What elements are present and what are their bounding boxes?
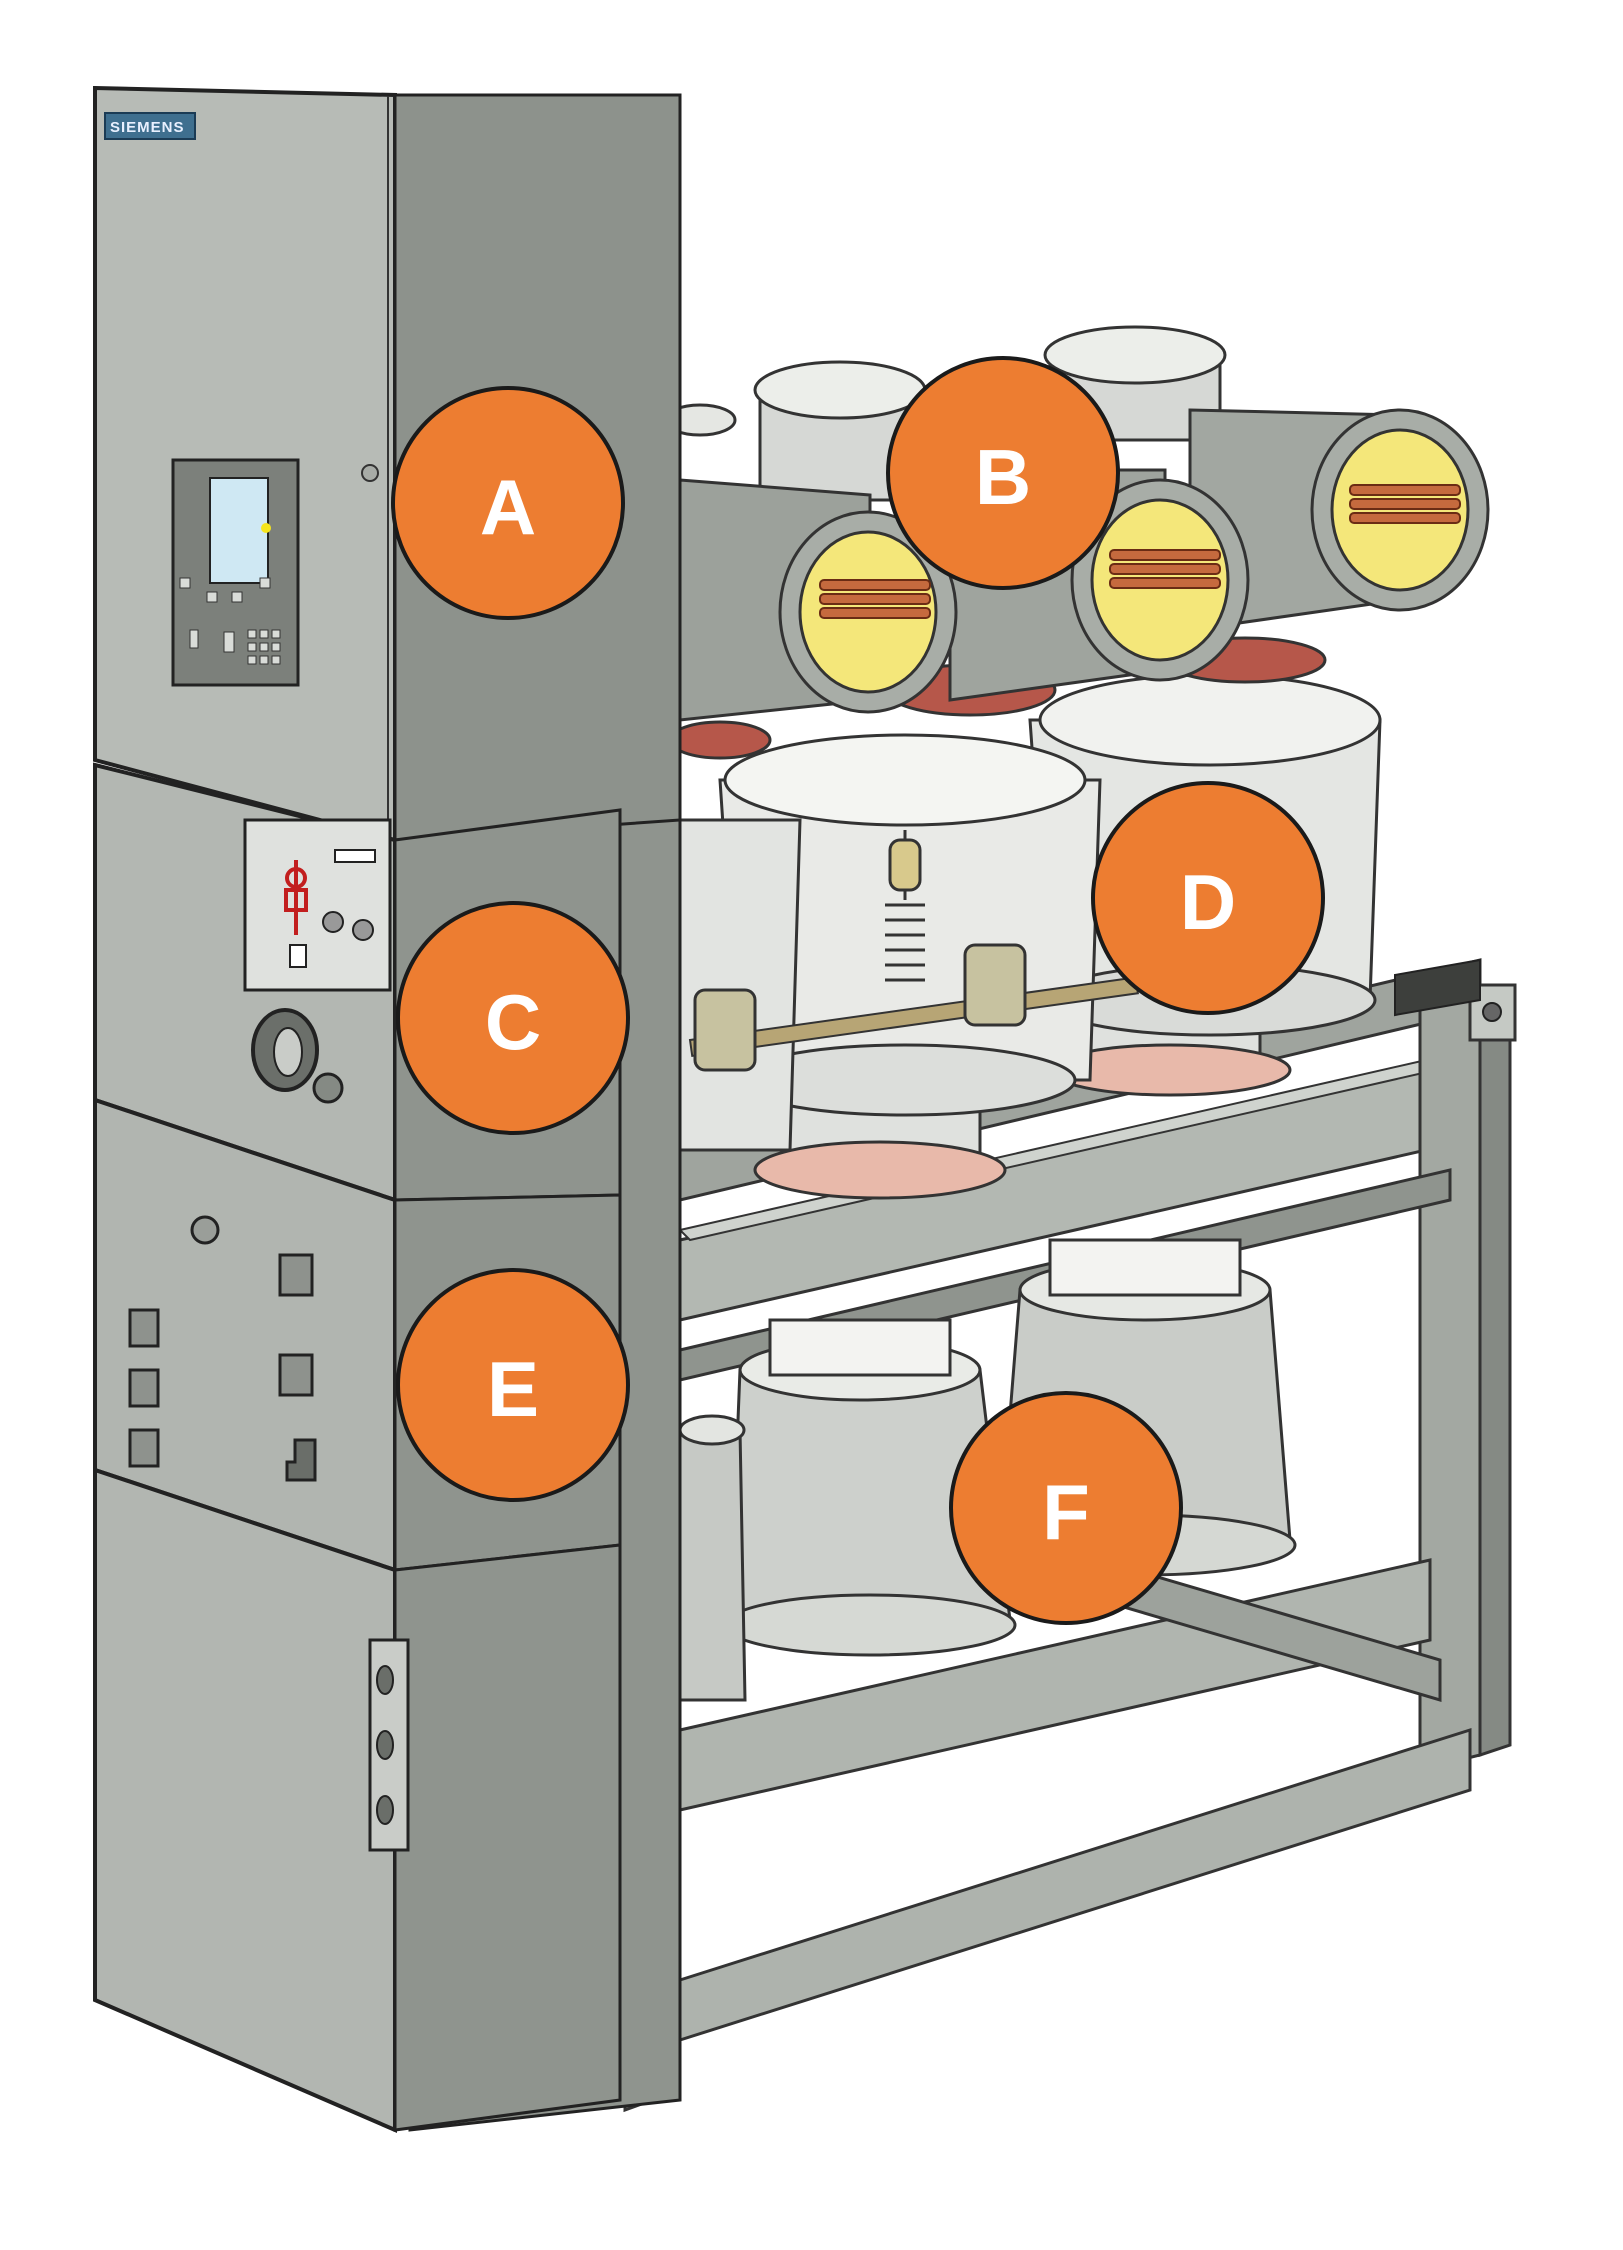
brand-logo-text: SIEMENS	[110, 119, 185, 136]
busbar-enclosures	[663, 325, 1490, 722]
callout-circle-d	[1091, 781, 1325, 1015]
callout-label-b: B	[975, 433, 1031, 521]
callout-label-c: C	[485, 978, 541, 1066]
callout-circle-b	[886, 356, 1120, 590]
callout-circle-f	[949, 1391, 1183, 1625]
callout-group: A B C D E F	[391, 356, 1325, 1625]
callout-label-a: A	[480, 463, 536, 551]
switchgear-cabinet: SIEMENS	[93, 85, 682, 2134]
callout-circle-e	[396, 1268, 630, 1502]
callout-label-d: D	[1180, 858, 1236, 946]
callout-label-e: E	[487, 1345, 539, 1433]
callout-circle-a	[391, 386, 625, 620]
callout-label-f: F	[1042, 1468, 1090, 1556]
callout-circle-c	[396, 901, 630, 1135]
